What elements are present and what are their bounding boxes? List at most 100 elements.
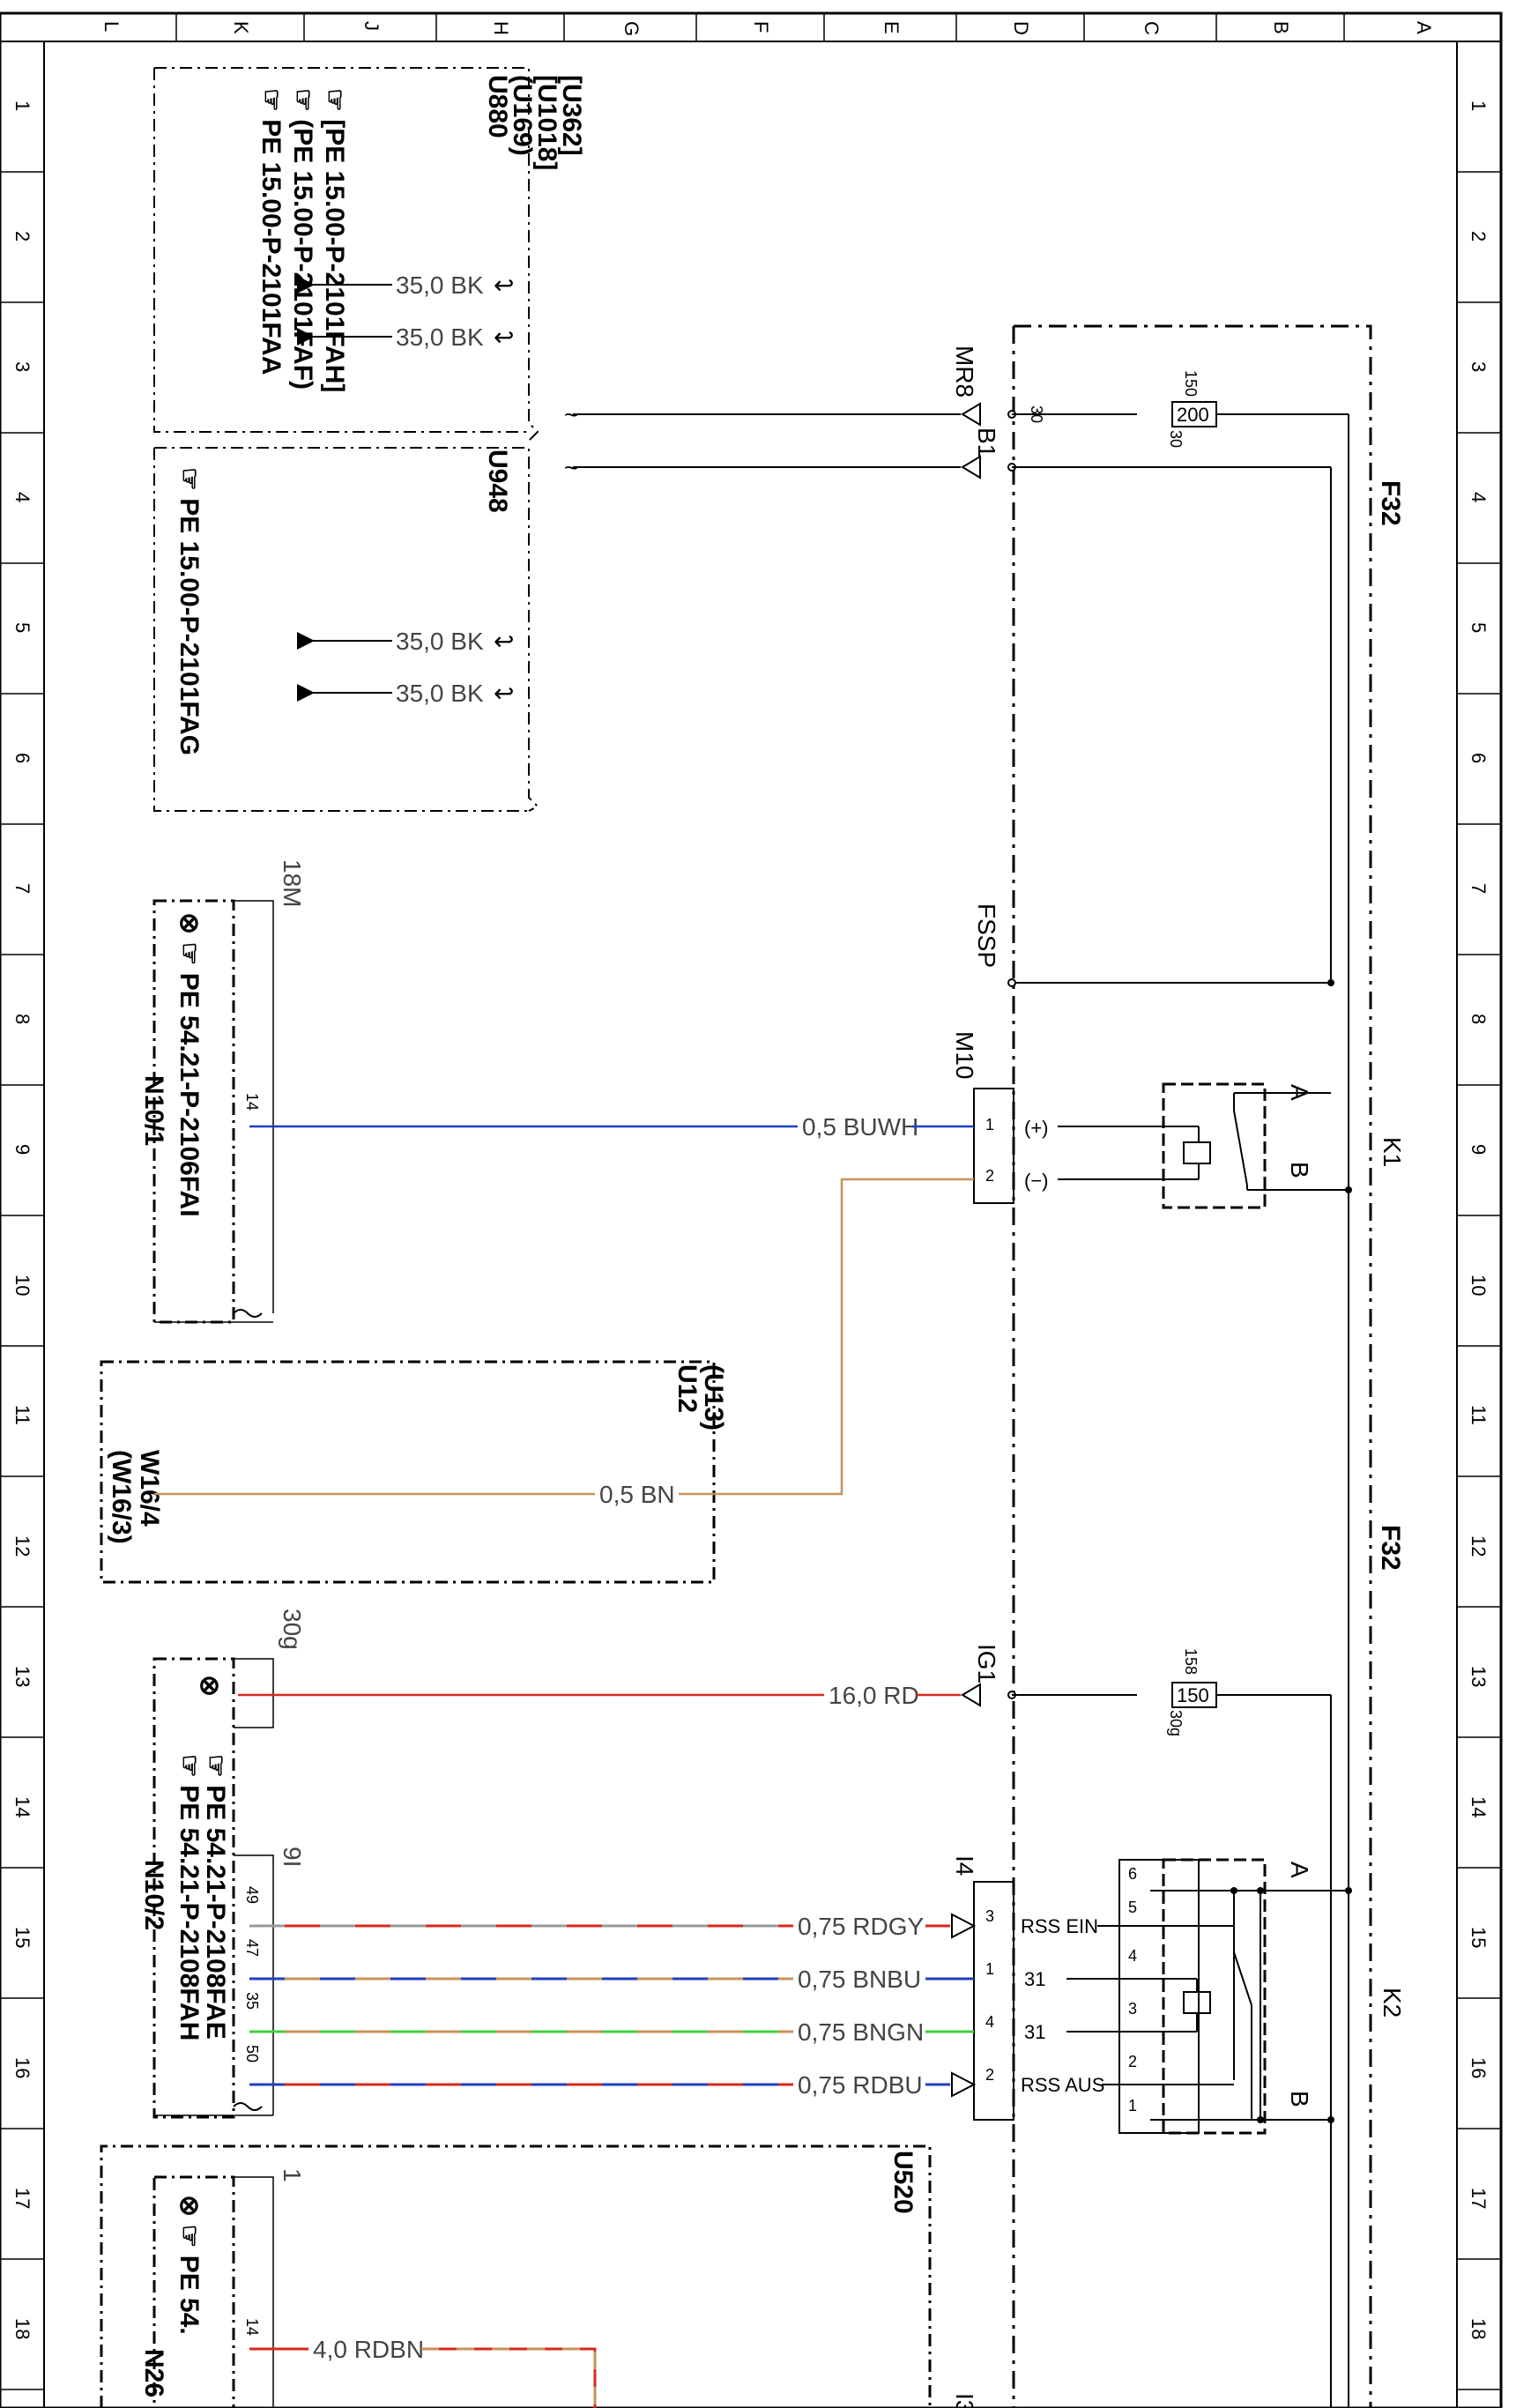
row-label: 7 (1468, 883, 1490, 894)
row-label: 14 (11, 1796, 33, 1817)
svg-text:150: 150 (1182, 370, 1200, 397)
column-label: E (881, 21, 903, 34)
svg-text:RSS EIN: RSS EIN (1021, 1915, 1098, 1937)
wire-label-rdbu: 0,75 RDBU (798, 2071, 923, 2099)
svg-text:31: 31 (1024, 2021, 1045, 2043)
svg-text:B: B (1286, 1162, 1313, 1178)
row-label: 4 (1468, 492, 1490, 502)
svg-text:30g: 30g (279, 1609, 306, 1650)
svg-text:U12: U12 (673, 1364, 702, 1413)
svg-text:(+): (+) (1024, 1117, 1049, 1139)
i3-label: I3 (951, 2393, 978, 2408)
row-label: 8 (11, 1014, 33, 1024)
u520-block: U520 1 14 ⊗ ☞ PE 54. N26 4,0 RDBN (100, 2144, 932, 2408)
row-label: 10 (1468, 1275, 1490, 1296)
row-label: 5 (11, 622, 33, 633)
svg-text:200: 200 (1177, 404, 1209, 426)
column-label: A (1413, 21, 1435, 34)
row-label: 10 (11, 1275, 33, 1296)
svg-text:[U362]: [U362] (557, 75, 586, 156)
wire-label-rdbn: 4,0 RDBN (313, 2336, 424, 2363)
b1-label: B1 (973, 427, 1000, 457)
row-label: 15 (11, 1927, 33, 1948)
row-label: 4 (11, 492, 33, 502)
row-label: 11 (1468, 1405, 1490, 1425)
column-label: B (1270, 21, 1292, 34)
svg-text:A: A (1286, 1862, 1313, 1878)
row-label: 6 (11, 753, 33, 763)
svg-text:(U169): (U169) (508, 75, 537, 156)
svg-text:150: 150 (1177, 1684, 1209, 1706)
svg-text:9I: 9I (279, 1847, 306, 1867)
f32-label-bottom: F32 (1376, 1525, 1405, 1571)
svg-text:↩: ↩ (494, 323, 514, 351)
u880-block: U880 (U169) [U1018] [U362] ☞ PE 15.00-P-… (153, 67, 586, 442)
wire-label-bk3: 35,0 BK (396, 628, 484, 655)
wire-label-bngn: 0,75 BNGN (798, 2018, 924, 2046)
u948-ref: ☞ PE 15.00-P-2101FAG (175, 467, 204, 755)
ig1-label: IG1 (973, 1644, 1000, 1683)
svg-text:⊗ ☞ PE 54.21-P-2106FAI: ⊗ ☞ PE 54.21-P-2106FAI (175, 912, 204, 1217)
row-label: 9 (11, 1144, 33, 1155)
row-label: 6 (1468, 753, 1490, 763)
row-label: 15 (1468, 1927, 1490, 1948)
svg-text:(U13): (U13) (699, 1364, 728, 1431)
row-label: 1 (1468, 100, 1490, 111)
svg-text:4: 4 (985, 2013, 994, 2031)
svg-text:A: A (1286, 1084, 1313, 1101)
column-label: L (100, 21, 123, 32)
k1-label: K1 (1379, 1137, 1406, 1167)
row-label: 5 (1468, 622, 1490, 633)
u948-block: U948 ☞ PE 15.00-P-2101FAG 35,0 BK ↩ 35,0… (153, 447, 539, 812)
svg-text:~: ~ (564, 454, 578, 481)
row-label: 11 (11, 1405, 33, 1425)
wire-label-bk4: 35,0 BK (396, 680, 484, 707)
row-label: 7 (11, 883, 33, 894)
svg-text:30g: 30g (1167, 1710, 1185, 1736)
svg-text:[U1018]: [U1018] (532, 75, 561, 170)
row-label: 3 (1468, 361, 1490, 372)
svg-text:1: 1 (985, 1960, 994, 1978)
row-label: 12 (11, 1535, 33, 1557)
svg-text:47: 47 (243, 1939, 261, 1957)
svg-text:↩: ↩ (494, 680, 514, 707)
wire-label-rd: 16,0 RD (829, 1682, 919, 1709)
svg-text:30: 30 (1167, 430, 1185, 448)
svg-text:6: 6 (1128, 1865, 1137, 1883)
svg-text:3: 3 (1128, 2000, 1137, 2018)
u520-code: U520 (888, 2151, 918, 2214)
svg-text:☞ PE 15.00-P-2101FAA: ☞ PE 15.00-P-2101FAA (256, 88, 286, 375)
svg-text:31: 31 (1024, 1968, 1045, 1990)
svg-text:1: 1 (1128, 2097, 1137, 2114)
svg-text:35: 35 (243, 1992, 261, 2010)
row-label: 2 (1468, 231, 1490, 242)
row-label: 12 (1468, 1535, 1490, 1557)
w16-4-label: W16/4 (135, 1450, 164, 1527)
fssp-label: FSSP (973, 903, 1000, 968)
svg-text:50: 50 (243, 2045, 261, 2062)
svg-text:(W16/3): (W16/3) (107, 1450, 136, 1544)
svg-text:158: 158 (1182, 1648, 1200, 1675)
svg-text:☞ PE 54.21-P-2108FAE: ☞ PE 54.21-P-2108FAE (201, 1754, 230, 2040)
svg-text:⊗ ☞ PE 54.: ⊗ ☞ PE 54. (175, 2195, 204, 2335)
svg-text:~: ~ (564, 401, 578, 428)
n10-1-label: N10/1 (139, 1075, 168, 1146)
svg-text:2: 2 (985, 2066, 994, 2084)
wire-label-rdgy: 0,75 RDGY (798, 1913, 924, 1940)
u12-block: U12 (U13) W16/4 (W16/3) 0,5 BN (100, 1178, 974, 1584)
row-label: 17 (1468, 2188, 1490, 2209)
svg-text:49: 49 (243, 1886, 261, 1904)
wire-label-bk2: 35,0 BK (396, 323, 484, 351)
svg-text:3: 3 (985, 1907, 994, 1925)
u880-codes: U880 (U169) [U1018] [U362] (483, 75, 586, 170)
m10-label: M10 (951, 1031, 978, 1079)
row-label: 13 (1468, 1666, 1490, 1687)
svg-text:☞ [PE 15.00-P-2101FAH]: ☞ [PE 15.00-P-2101FAH] (320, 88, 349, 392)
row-label: 17 (11, 2188, 33, 2209)
svg-text:14: 14 (243, 1093, 261, 1111)
mr8-label: MR8 (951, 346, 978, 398)
column-label: C (1141, 21, 1163, 35)
